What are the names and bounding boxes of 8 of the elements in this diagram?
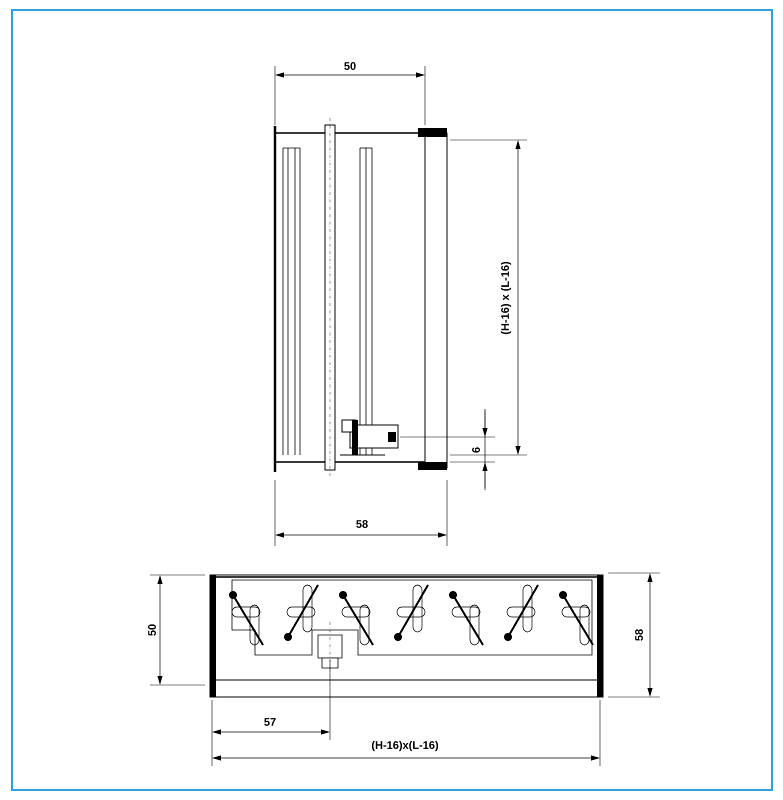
dimension-label: 6: [472, 447, 480, 453]
dimension-label: 50: [344, 62, 356, 70]
dimension-label: (H-16)x(L-16): [372, 740, 438, 752]
dimension-label: 50: [148, 624, 156, 636]
dimension-label: 58: [356, 520, 368, 528]
dimension-label: 58: [635, 629, 643, 641]
dimension-label: (H-16) x (L-16): [500, 262, 512, 334]
dimension-label: 57: [264, 718, 276, 726]
